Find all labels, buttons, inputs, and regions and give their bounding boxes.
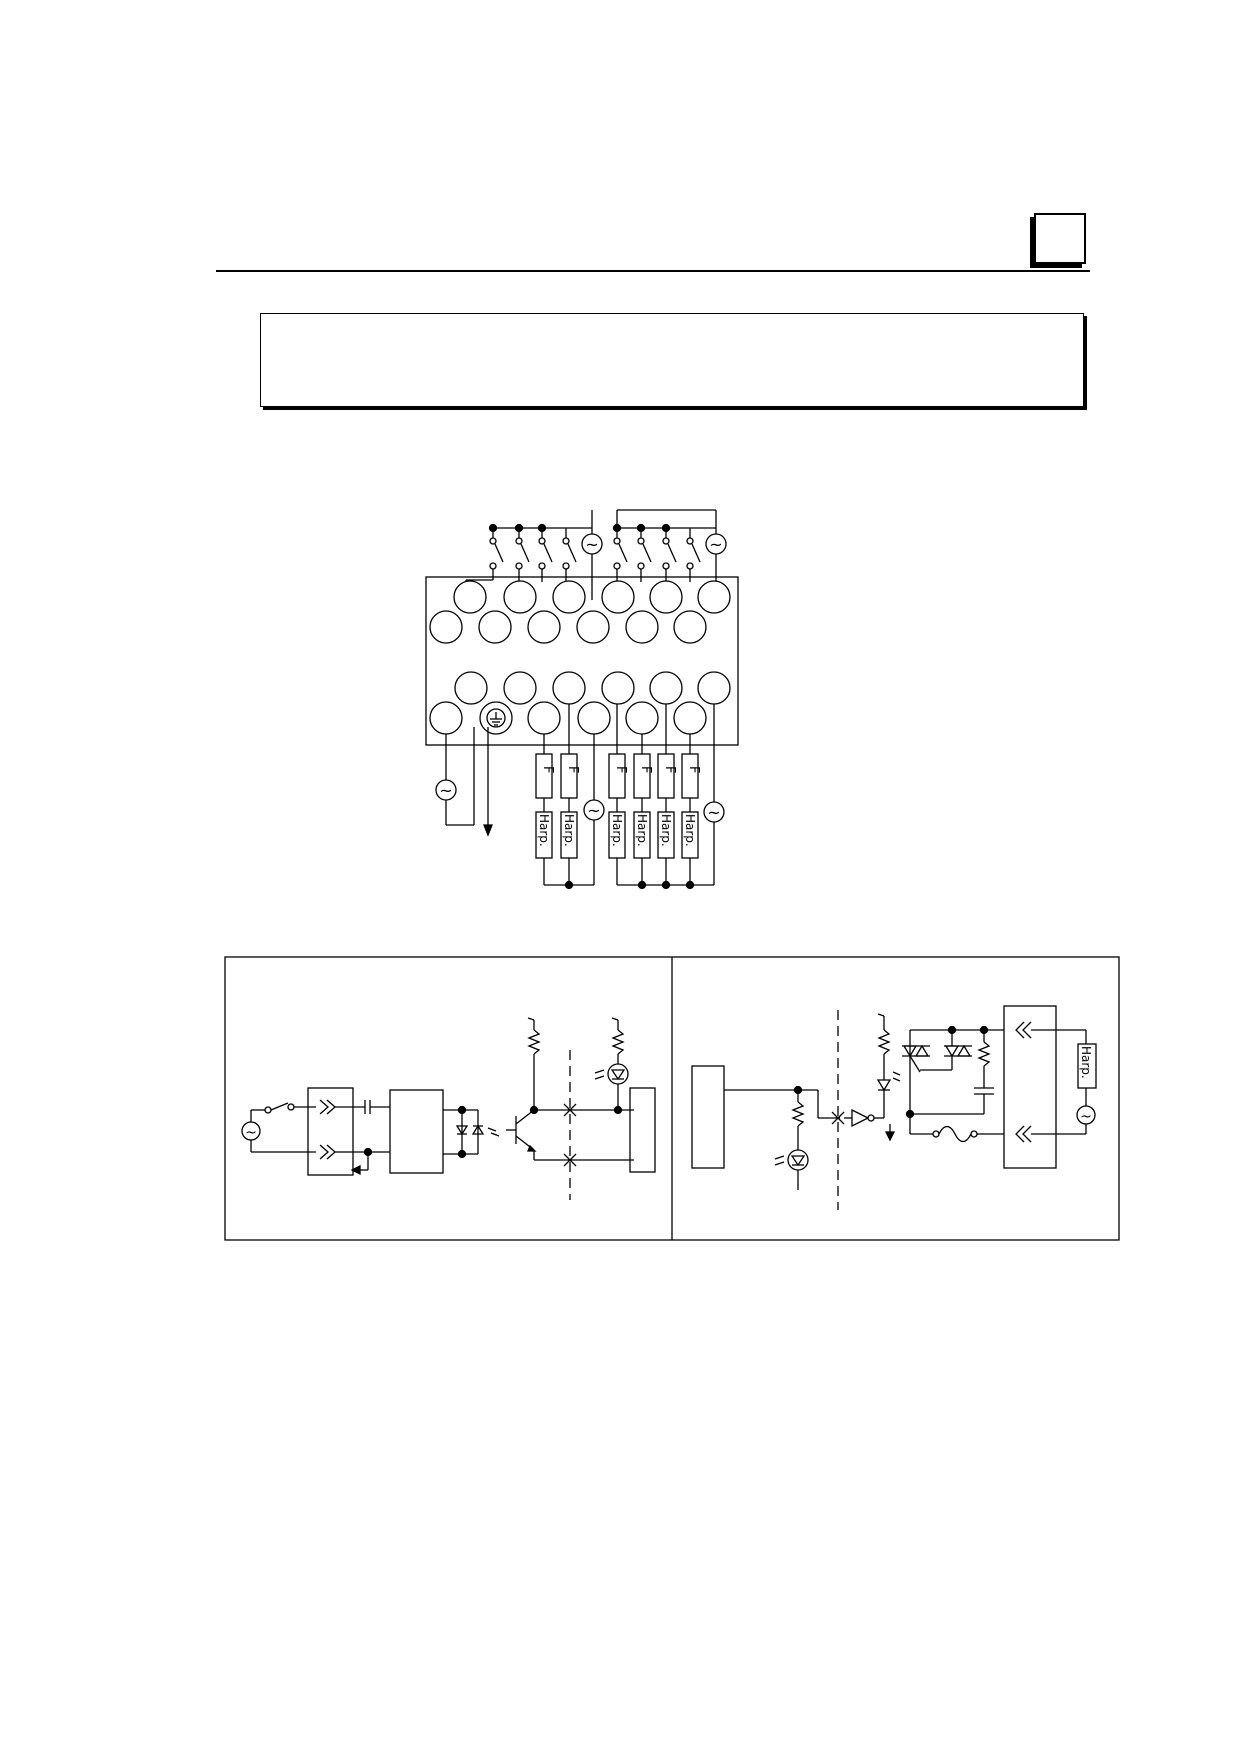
isolation-cross-icon xyxy=(563,1103,577,1167)
switch xyxy=(489,537,504,570)
connector-block xyxy=(307,1087,354,1176)
chapter-box xyxy=(1034,213,1086,264)
fuse-label: F xyxy=(565,766,580,773)
terminal-screws xyxy=(429,580,731,735)
ground-icon xyxy=(486,708,506,728)
led-indicator-icon xyxy=(774,1149,809,1190)
ac-symbol: ~ xyxy=(439,781,452,800)
fuse-right-2: F xyxy=(633,753,653,799)
input-circuit-panel: ~ xyxy=(241,1017,656,1200)
connector-block xyxy=(1003,1005,1057,1169)
switch xyxy=(538,537,553,570)
inverter-icon xyxy=(851,1108,875,1128)
load-label: Harp. xyxy=(635,814,649,847)
top-bus-left xyxy=(488,510,593,538)
output-channels: F F F F F F Harp. Harp. Harp. Harp. Harp… xyxy=(535,704,725,890)
load-right-1: Harp. xyxy=(608,811,626,859)
optocoupler-led-icon xyxy=(455,1124,500,1137)
logic-block xyxy=(691,1065,725,1169)
fuse-left-2: F xyxy=(560,753,580,799)
terminal-wiring-diagram: ~ ~ ~ F F F xyxy=(425,509,739,890)
phototransistor-icon xyxy=(506,1109,537,1152)
triac-icon xyxy=(902,1044,930,1073)
load-left-2: Harp. xyxy=(560,811,578,859)
fuse-left-1: F xyxy=(535,753,555,799)
load-label: Harp. xyxy=(610,814,624,847)
ac-symbol: ~ xyxy=(587,801,600,820)
ground-arrow-icon xyxy=(884,1131,896,1142)
fuse-label: F xyxy=(638,766,653,773)
switch-blade xyxy=(270,1102,289,1111)
ac-source-icon: ~ xyxy=(705,533,727,582)
load-label: Harp. xyxy=(562,814,576,847)
connector-arrow-icon xyxy=(1015,1021,1032,1039)
load-box: Harp. xyxy=(1077,1043,1097,1089)
ac-source-icon: ~ xyxy=(703,801,725,885)
triac-icon xyxy=(920,1030,972,1071)
switch-contact xyxy=(264,1106,272,1114)
ac-source-icon: ~ xyxy=(583,799,605,885)
ac-source-icon: ~ xyxy=(1076,1105,1096,1125)
load-left-1: Harp. xyxy=(535,811,553,859)
note-box xyxy=(260,313,1084,407)
snubber-capacitor-icon xyxy=(974,1087,994,1114)
load-right-4: Harp. xyxy=(681,811,699,859)
ground-arrow-icon xyxy=(350,1164,361,1176)
ac-symbol: ~ xyxy=(585,535,598,554)
switch xyxy=(686,537,701,570)
switch xyxy=(515,537,530,570)
terminal-block xyxy=(425,576,739,746)
output-circuit-panel: Harp. ~ xyxy=(691,1005,1097,1210)
connector-arrow-icon xyxy=(319,1099,336,1115)
ac-symbol: ~ xyxy=(1080,1109,1092,1125)
opto-triac-led-icon xyxy=(876,1013,901,1118)
ac-symbol: ~ xyxy=(707,803,720,822)
load-label: Harp. xyxy=(537,814,551,847)
led-indicator-icon xyxy=(594,1017,629,1115)
header-rule xyxy=(216,270,1090,272)
ac-symbol: ~ xyxy=(245,1125,257,1141)
switch xyxy=(562,537,577,570)
switch xyxy=(613,537,628,570)
ac-source-icon: ~ xyxy=(581,528,603,600)
connector-arrow-icon xyxy=(1015,1125,1032,1143)
filter-block xyxy=(389,1089,444,1174)
capacitor-icon xyxy=(364,1100,371,1114)
power-input-wiring: ~ xyxy=(435,727,493,837)
load-right-2: Harp. xyxy=(633,811,651,859)
load-label: Harp. xyxy=(683,814,697,847)
ac-source-icon: ~ xyxy=(241,1121,261,1141)
fuse-label: F xyxy=(540,766,555,773)
switch-contact xyxy=(287,1103,295,1111)
fuse-label: F xyxy=(662,766,677,773)
fuse-right-3: F xyxy=(657,753,677,799)
load-right-3: Harp. xyxy=(657,811,675,859)
ac-symbol: ~ xyxy=(709,535,722,554)
fuse-label: F xyxy=(686,766,701,773)
top-bus-right xyxy=(612,509,717,538)
pullup-resistor-icon xyxy=(527,1020,541,1110)
fuse-label: F xyxy=(613,766,628,773)
circuit-schematic: ~ xyxy=(224,956,1120,1241)
fuse-icon xyxy=(932,1125,978,1143)
isolation-cross-icon xyxy=(831,1111,845,1125)
switch xyxy=(662,537,677,570)
connector-arrow-icon xyxy=(319,1144,336,1160)
switch xyxy=(637,537,652,570)
logic-block xyxy=(629,1087,656,1173)
fuse-right-1: F xyxy=(608,753,628,799)
load-label: Harp. xyxy=(1079,1046,1093,1079)
pullup-resistor-icon xyxy=(791,1090,805,1150)
snubber-resistor-icon xyxy=(977,1030,991,1088)
load-label: Harp. xyxy=(659,814,673,847)
fuse-right-4: F xyxy=(681,753,701,799)
